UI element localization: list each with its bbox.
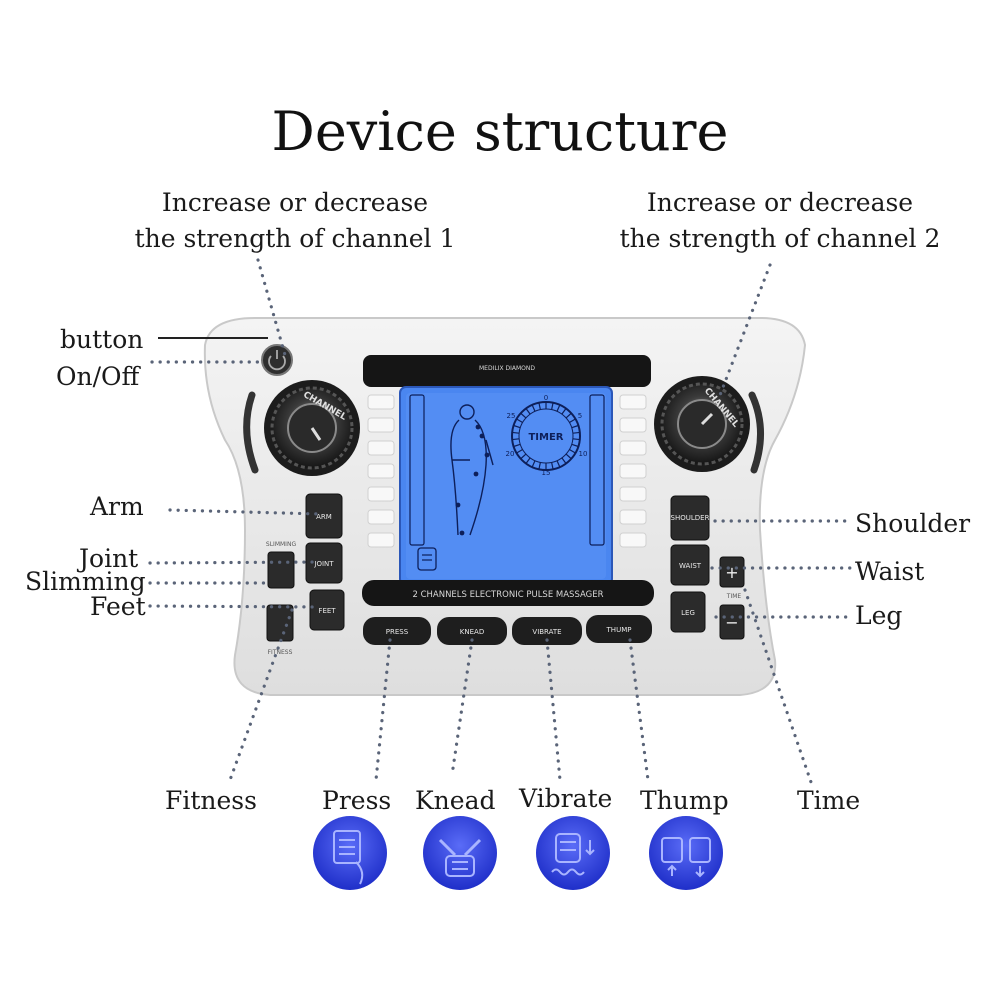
label-channel2-line2: the strength of channel 2 (619, 224, 941, 253)
time-minus-text: − (725, 613, 738, 632)
dial-tick (525, 457, 531, 464)
label-fitness: Fitness (165, 786, 257, 815)
time-small-label: TIME (726, 593, 742, 600)
lcd-tick-20: 20 (506, 450, 515, 458)
brand-text: MEDILIX DIAMOND (479, 365, 535, 372)
label-waist: Waist (855, 557, 925, 586)
label-press: Press (322, 786, 392, 815)
lcd-tick-5: 5 (578, 412, 582, 420)
lcd-tick-10: 10 (579, 450, 588, 458)
fitness-small-label: FITNESS (268, 649, 293, 656)
label-slimming: Slimming (25, 567, 146, 596)
label-thump: Thump (640, 786, 729, 815)
diagram-title: Device structure (271, 100, 729, 163)
thump-mode-icon (649, 816, 723, 890)
label-channel1-line1: Increase or decrease (161, 188, 429, 217)
button-vibrate-text: VIBRATE (532, 628, 561, 636)
knead-mode-icon (423, 816, 497, 890)
dial-tick (525, 408, 531, 415)
button-shoulder-text: SHOULDER (671, 514, 710, 522)
dial-tick (561, 408, 567, 415)
dial-tick (520, 412, 527, 419)
channel2-knob: CHANNEL (654, 376, 750, 472)
dial-tick (565, 453, 572, 460)
dial-tick (538, 462, 541, 470)
label-channel2-line1: Increase or decrease (646, 188, 914, 217)
label-channel1-line2: the strength of channel 1 (134, 224, 456, 253)
lcd-timer-label: TIMER (528, 432, 563, 443)
dial-tick (569, 418, 576, 424)
footer-bar (362, 580, 654, 606)
dial-tick (572, 438, 580, 441)
label-on-off: On/Off (56, 362, 140, 391)
dial-tick (561, 457, 567, 464)
dial-tick (512, 438, 520, 441)
button-joint-text: JOINT (313, 560, 334, 568)
dial-tick (516, 448, 523, 454)
dial-tick (556, 404, 561, 412)
label-shoulder: Shoulder (855, 509, 971, 538)
button-feet-text: FEET (318, 607, 336, 615)
dial-tick (571, 443, 579, 448)
label-vibrate: Vibrate (519, 784, 613, 813)
dial-tick (551, 402, 554, 410)
label-joint: Joint (79, 544, 139, 573)
dial-tick (513, 424, 521, 429)
vibrate-mode-icon (536, 816, 610, 890)
leader-lines (148, 258, 854, 787)
dial-tick (538, 402, 541, 410)
button-knead-text: KNEAD (460, 628, 484, 636)
label-button: button (60, 325, 144, 354)
dial-tick (572, 431, 580, 434)
label-knead: Knead (415, 786, 496, 815)
slimming-small-label: SLIMMING (266, 541, 297, 548)
label-leg: Leg (855, 601, 903, 630)
lcd-tick-0: 0 (544, 394, 548, 402)
lcd-tick-15: 15 (542, 469, 551, 477)
dial-tick (531, 460, 536, 468)
dial-tick (516, 418, 523, 424)
label-arm: Arm (90, 492, 144, 521)
dial-tick (569, 448, 576, 454)
button-press-text: PRESS (386, 628, 409, 636)
label-time: Time (797, 786, 861, 815)
dial-tick (556, 460, 561, 468)
dial-tick (513, 443, 521, 448)
footer-text: 2 CHANNELS ELECTRONIC PULSE MASSAGER (412, 590, 603, 600)
dial-tick (531, 404, 536, 412)
lcd-tick-25: 25 (507, 412, 516, 420)
button-thump-text: THUMP (606, 626, 632, 634)
dial-tick (520, 453, 527, 460)
button-arm-text: ARM (316, 513, 332, 521)
label-feet: Feet (90, 592, 146, 621)
button-waist-text: WAIST (679, 562, 702, 570)
button-leg-text: LEG (681, 609, 695, 617)
dial-tick (512, 431, 520, 434)
time-plus-text: + (725, 563, 738, 582)
dial-tick (565, 412, 572, 419)
press-mode-icon (313, 816, 387, 890)
dial-tick (551, 462, 554, 470)
power-button (261, 344, 293, 376)
brand-bar (363, 355, 651, 387)
channel1-knob: CHANNEL (264, 380, 360, 476)
dial-tick (571, 424, 579, 429)
lcd-body-figure (450, 404, 494, 536)
